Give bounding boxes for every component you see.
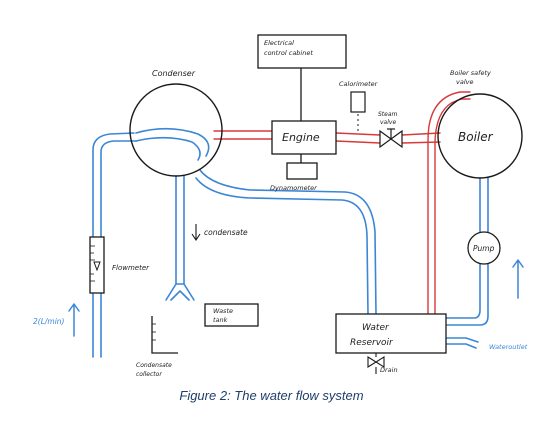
label-collector-line2: collector [136, 371, 162, 378]
steam-pipes [213, 91, 471, 315]
drain-valve [367, 353, 385, 374]
flowmeter-ticks [90, 245, 95, 282]
figure-caption: Figure 2: The water flow system [179, 388, 364, 403]
condensate-arrow [191, 224, 201, 241]
label-water: Water [362, 323, 390, 333]
dynamometer [286, 162, 318, 180]
label-water-outlet: Wateroutlet [489, 343, 528, 351]
pump-pipe-inner [445, 263, 489, 326]
label-calorimeter: Calorimeter [339, 80, 379, 88]
label-dynamometer: Dynamometer [270, 184, 318, 192]
condenser-coil [135, 127, 210, 161]
return-pipe-inner [195, 177, 369, 315]
label-boiler: Boiler [458, 130, 494, 144]
electrical-control-cabinet [257, 34, 347, 69]
pump [467, 231, 501, 265]
label-flow-rate: 2(L/min) [33, 317, 65, 326]
safety-relief-pipe-inner [434, 98, 471, 315]
waste-tank [204, 303, 259, 327]
flowmeter-float [93, 261, 101, 272]
supply-pipe-inner [100, 140, 137, 358]
flow-arrow-right-up [512, 259, 524, 299]
return-pipe-outer [199, 169, 377, 315]
label-condenser: Condenser [152, 69, 196, 78]
boiler [437, 93, 523, 179]
water-pipes [68, 127, 524, 358]
supply-pipe-outer [92, 132, 135, 358]
flowmeter [89, 236, 105, 294]
pump-to-boiler-pipe [479, 177, 489, 233]
label-steam-line1: Steam [378, 111, 398, 118]
label-condensate: condensate [204, 228, 248, 237]
label-electrical-line2: control cabinet [264, 49, 313, 57]
labels: Electrical control cabinet Condenser Cal… [33, 39, 528, 378]
label-engine: Engine [282, 131, 320, 144]
label-collector-line1: Condensate [136, 362, 172, 369]
steam-valve-to-boiler-top [401, 132, 441, 136]
label-steam-line2: valve [380, 119, 396, 126]
collector-graduations [152, 323, 156, 341]
calorimeter [350, 91, 366, 113]
steam-engine-to-valve-top [335, 132, 381, 136]
label-pump: Pump [473, 244, 495, 253]
condensate-collector [151, 316, 178, 354]
pump-pipe-outer [445, 263, 481, 319]
label-flowmeter: Flowmeter [112, 264, 150, 272]
label-boiler-safety-line1: Boiler safety [450, 69, 491, 77]
steam-engine-to-valve-bottom [335, 140, 381, 144]
steam-valve-to-boiler-bottom [401, 141, 441, 144]
water-reservoir [335, 313, 447, 354]
safety-relief-pipe-outer [427, 91, 471, 315]
label-drain: Drain [380, 366, 398, 374]
outlet-pipe [445, 337, 479, 349]
condenser [129, 83, 223, 177]
label-waste-line1: Waste [213, 307, 233, 315]
label-electrical-line1: Electrical [264, 39, 294, 47]
label-reservoir: Reservoir [350, 338, 394, 348]
label-boiler-safety-line2: valve [456, 78, 473, 86]
steam-valve [379, 128, 403, 149]
splitter [165, 283, 195, 301]
engine [271, 120, 337, 155]
label-waste-line2: tank [213, 316, 228, 324]
flow-arrow-left-up [68, 303, 80, 337]
